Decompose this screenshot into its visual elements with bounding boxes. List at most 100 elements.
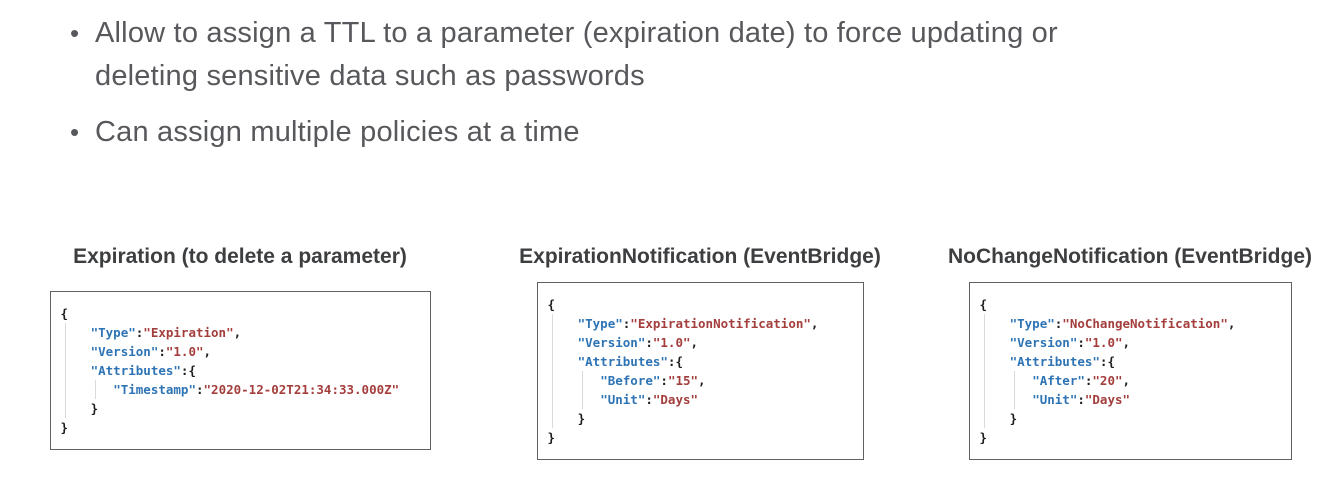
indent-guide — [983, 352, 985, 371]
indent-guide — [983, 333, 985, 352]
code-token: "20" — [1092, 373, 1123, 388]
code-token: } — [60, 401, 99, 416]
code-line: "Attributes":{ — [980, 352, 1283, 371]
bullet-marker: • — [70, 18, 80, 48]
code-token: "15" — [667, 373, 699, 388]
indent-guide — [64, 380, 66, 399]
code-token: , — [810, 316, 819, 331]
code-line: "Version":"1.0", — [980, 333, 1283, 352]
code-token: "Version" — [1009, 335, 1078, 350]
code-token — [980, 392, 1033, 407]
code-token: { — [979, 297, 988, 312]
code-token: } — [979, 411, 1018, 426]
panel-title: NoChangeNotification (EventBridge) — [947, 245, 1312, 268]
indent-guide — [551, 409, 553, 428]
code-line: "Attributes":{ — [548, 352, 855, 371]
indent-guide — [64, 399, 66, 418]
code-token: : — [645, 335, 653, 350]
code-token: } — [547, 411, 586, 426]
policy-panels: Expiration (to delete a parameter) { "Ty… — [0, 244, 1334, 487]
bullet-list: • Allow to assign a TTL to a parameter (… — [70, 12, 1105, 154]
code-line: } — [61, 418, 422, 437]
code-box: { "Type":"NoChangeNotification", "Versio… — [968, 282, 1292, 460]
code-box: { "Type":"ExpirationNotification", "Vers… — [536, 282, 864, 460]
indent-guide — [1013, 371, 1015, 390]
code-token: : — [622, 316, 631, 331]
code-token: : — [158, 344, 166, 359]
indent-guide — [64, 361, 66, 380]
code-token: , — [1122, 335, 1131, 350]
code-line: } — [548, 428, 855, 447]
code-line: "Attributes":{ — [61, 361, 422, 380]
code-token: : — [1084, 373, 1093, 388]
indent-guide — [551, 352, 553, 371]
code-token: : — [195, 382, 204, 397]
code-token: { — [60, 306, 69, 321]
policy-panel: ExpirationNotification (EventBridge) { "… — [490, 244, 910, 460]
indent-guide — [551, 314, 553, 333]
code-box: { "Type":"Expiration", "Version":"1.0", … — [49, 291, 431, 450]
policy-panel: NoChangeNotification (EventBridge) { "Ty… — [930, 244, 1330, 460]
code-token: , — [690, 335, 699, 350]
code-token: } — [547, 430, 556, 445]
code-line: { — [61, 304, 422, 323]
indent-guide — [64, 323, 66, 342]
code-token: "1.0" — [652, 335, 691, 350]
code-line: } — [548, 409, 855, 428]
indent-guide — [64, 342, 66, 361]
code-token: : — [660, 373, 668, 388]
indent-guide — [551, 390, 553, 409]
code-line: "Type":"NoChangeNotification", — [980, 314, 1283, 333]
bullet-item: • Can assign multiple policies at a time — [70, 111, 1105, 154]
code-token: "Before" — [600, 373, 661, 388]
code-line: "Version":"1.0", — [61, 342, 422, 361]
bullet-item: • Allow to assign a TTL to a parameter (… — [70, 12, 1105, 98]
code-token: "Expiration" — [143, 325, 234, 340]
code-token: } — [60, 420, 69, 435]
code-token: :{ — [180, 363, 196, 378]
code-token: , — [1122, 373, 1131, 388]
code-token — [548, 373, 601, 388]
code-token: "1.0" — [1084, 335, 1123, 350]
indent-guide — [581, 390, 583, 409]
code-line: "After":"20", — [980, 371, 1283, 390]
code-token: : — [1077, 335, 1085, 350]
code-token: "Unit" — [600, 392, 646, 407]
code-token: : — [1054, 316, 1063, 331]
indent-guide — [1013, 390, 1015, 409]
code-token: "Timestamp" — [113, 382, 196, 397]
indent-guide — [983, 390, 985, 409]
code-line: "Before":"15", — [548, 371, 855, 390]
panel-title: Expiration (to delete a parameter) — [73, 245, 407, 268]
code-token: "1.0" — [165, 344, 204, 359]
code-token: "Attributes" — [90, 363, 181, 378]
bullet-text-multiple-policies: Can assign multiple policies at a time — [95, 116, 580, 148]
code-token: : — [1077, 392, 1085, 407]
code-token: { — [547, 297, 556, 312]
code-line: } — [61, 399, 422, 418]
code-token: "Version" — [577, 335, 646, 350]
panel-title: ExpirationNotification (EventBridge) — [519, 245, 881, 268]
code-line: "Version":"1.0", — [548, 333, 855, 352]
code-token — [980, 373, 1033, 388]
code-token: "Version" — [90, 344, 159, 359]
code-line: { — [548, 295, 855, 314]
indent-guide — [983, 314, 985, 333]
code-token: , — [698, 373, 706, 388]
code-token — [548, 392, 601, 407]
code-token: : — [645, 392, 653, 407]
policy-panel: Expiration (to delete a parameter) { "Ty… — [40, 244, 440, 450]
code-line: "Type":"Expiration", — [61, 323, 422, 342]
code-token: "Days" — [1084, 392, 1131, 407]
code-token: "Type" — [577, 316, 623, 331]
code-line: "Unit":"Days" — [548, 390, 855, 409]
code-token: "Days" — [652, 392, 699, 407]
code-token: :{ — [1099, 354, 1115, 369]
indent-guide — [94, 380, 96, 399]
code-line: "Timestamp":"2020-12-02T21:34:33.000Z" — [61, 380, 422, 399]
indent-guide — [983, 409, 985, 428]
code-token: "ExpirationNotification" — [630, 316, 811, 331]
code-token — [61, 382, 114, 397]
code-token: , — [203, 344, 212, 359]
